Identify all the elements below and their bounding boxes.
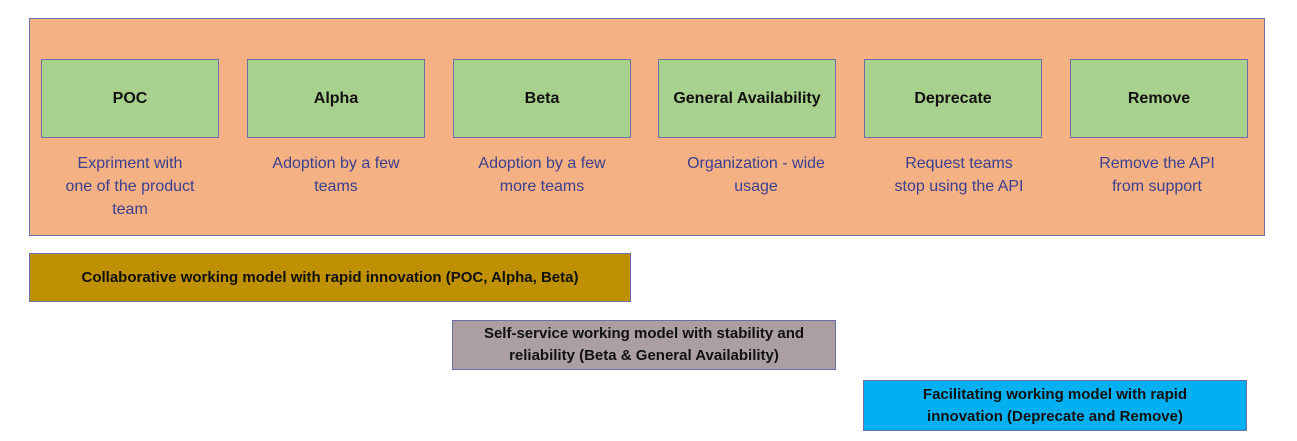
stage-beta: Beta: [453, 59, 631, 138]
stage-general-availability: General Availability: [658, 59, 836, 138]
facilitating-model-box: Facilitating working model with rapid in…: [863, 380, 1247, 431]
stage-remove: Remove: [1070, 59, 1248, 138]
stage-beta-description: Adoption by a few more teams: [478, 155, 606, 195]
stage-poc: POC: [41, 59, 219, 138]
stage-alpha-description: Adoption by a few teams: [272, 155, 400, 195]
collaborative-model-box: Collaborative working model with rapid i…: [29, 253, 631, 302]
stage-alpha: Alpha: [247, 59, 425, 138]
stage-deprecate: Deprecate: [864, 59, 1042, 138]
api-lifecycle-panel: [29, 18, 1265, 236]
stage-general-availability-description: Organization - wide usage: [687, 155, 825, 195]
self-service-model-box: Self-service working model with stabilit…: [452, 320, 836, 370]
stage-deprecate-description: Request teams stop using the API: [894, 155, 1024, 195]
stage-remove-description: Remove the API from support: [1099, 155, 1215, 195]
stage-poc-description: Expriment with one of the product team: [65, 155, 195, 218]
